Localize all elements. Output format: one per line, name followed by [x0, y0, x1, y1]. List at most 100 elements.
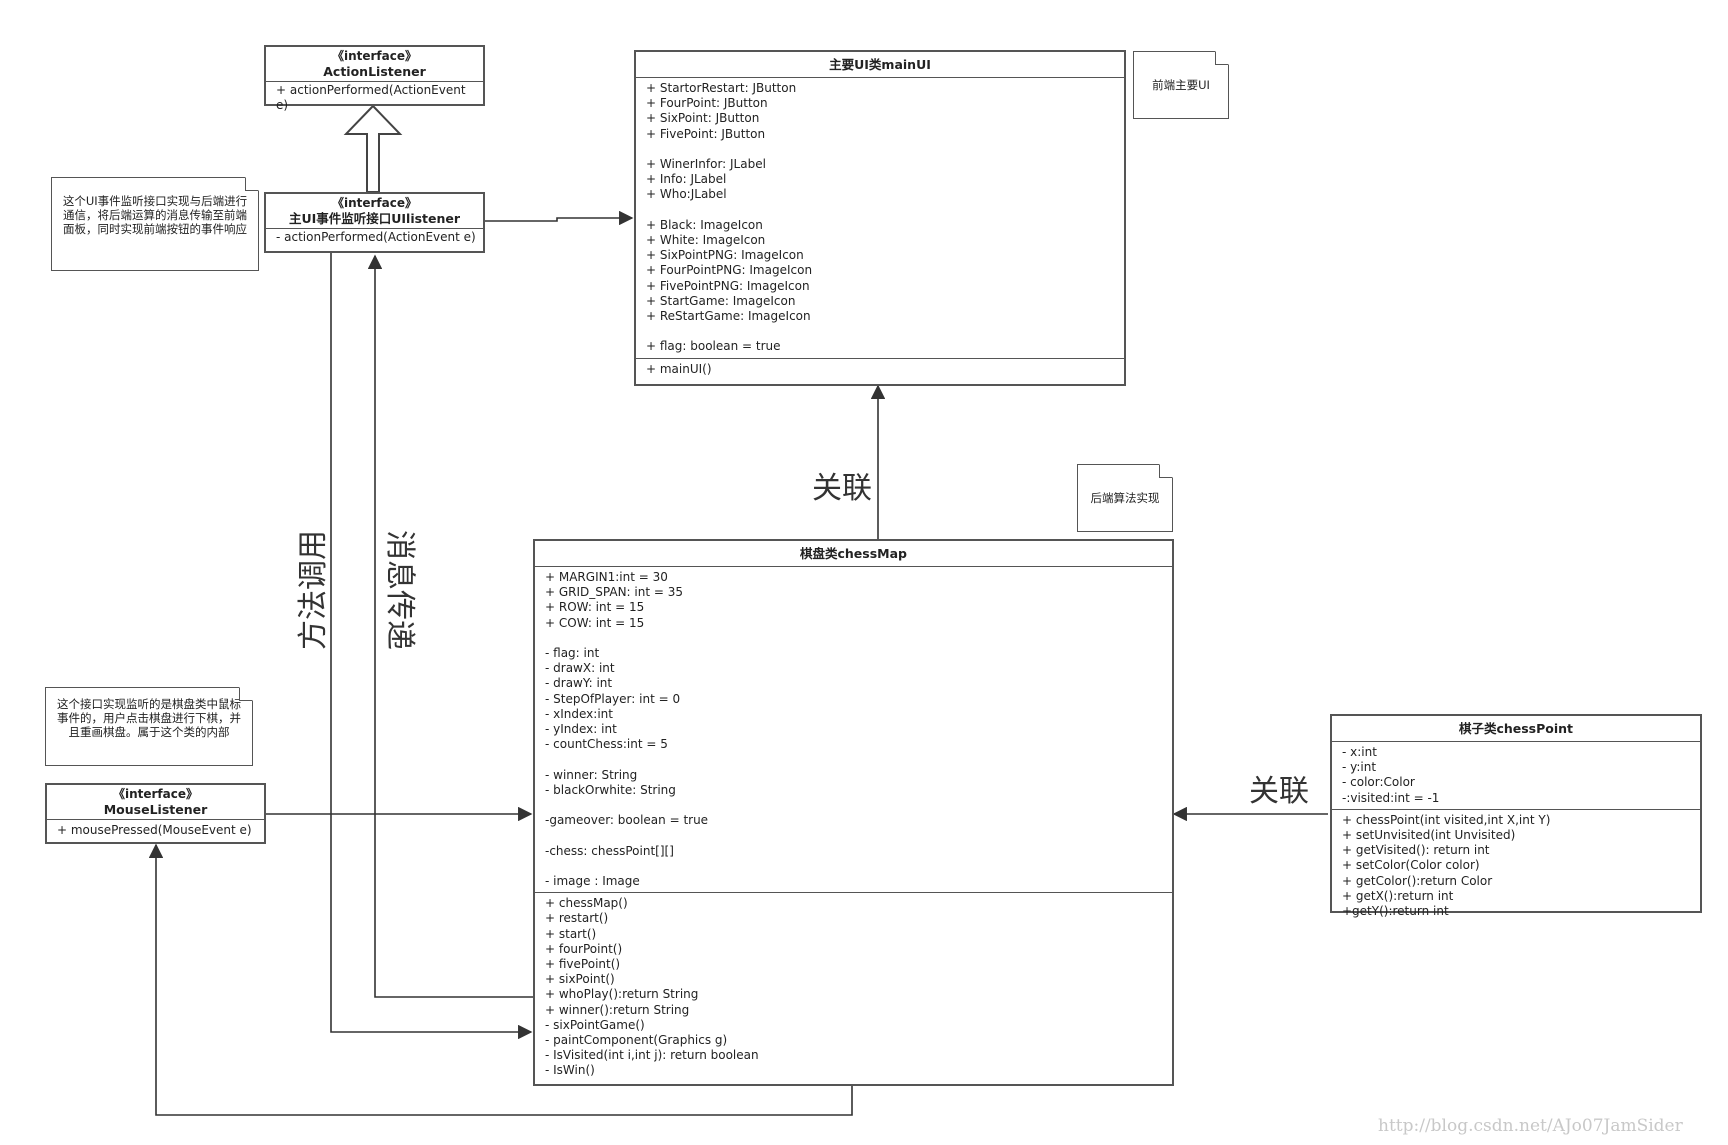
method-line: + winner():return String: [545, 1002, 690, 1017]
method-line: - paintComponent(Graphics g): [545, 1033, 728, 1048]
attribute-line: + flag: boolean = true: [646, 339, 781, 354]
message-pass-link: [367, 254, 533, 998]
backend-note: 后端算法实现: [1077, 464, 1173, 532]
attribute-line: + White: ImageIcon: [646, 233, 766, 247]
attribute-line: - color:Color: [1342, 775, 1415, 790]
stereotype-label: 《interface》: [331, 196, 418, 210]
method-line: + restart(): [545, 911, 609, 926]
ui-listener-note: 这个UI事件监听接口实现与后端进行通信，将后端运算的消息传输至前端面板，同时实现…: [51, 177, 259, 271]
attribute-line: + FivePointPNG: ImageIcon: [646, 278, 810, 293]
method-line: + setColor(Color color): [1342, 858, 1480, 873]
method-line: + start(): [545, 926, 597, 941]
method-line: - sixPointGame(): [545, 1017, 645, 1032]
mainui-class[interactable]: 主要UI类mainUI + StartorRestart: JButton + …: [634, 50, 1126, 386]
ui-listener-interface[interactable]: 《interface》 主UI事件监听接口UIlistener - action…: [264, 192, 485, 253]
attribute-line: + ROW: int = 15: [545, 600, 645, 615]
class-header: 主要UI类mainUI: [636, 52, 1124, 78]
method-line: + whoPlay():return String: [545, 987, 699, 1002]
attribute-line: + FivePoint: JButton: [646, 126, 766, 141]
method-line: +getY():return int: [1342, 904, 1449, 919]
attribute-section: + StartorRestart: JButton + FourPoint: J…: [636, 78, 1124, 358]
method-section: + chessPoint(int visited,int X,int Y) + …: [1332, 808, 1700, 922]
attribute-line: + SixPointPNG: ImageIcon: [646, 248, 804, 263]
inheritance-arrow: [343, 104, 403, 193]
attribute-section: + MARGIN1:int = 30 + GRID_SPAN: int = 35…: [535, 567, 1172, 892]
chessmap-to-mouselistener-link: [148, 843, 853, 1116]
method-line: + mainUI(): [646, 361, 712, 376]
mouse-listener-header: 《interface》 MouseListener: [47, 785, 264, 820]
attribute-line: + COW: int = 15: [545, 615, 645, 630]
method-section: - actionPerformed(ActionEvent e): [266, 229, 483, 248]
attribute-section: - x:int - y:int - color:Color -:visited:…: [1332, 742, 1700, 809]
attribute-line: - x:int: [1342, 745, 1377, 759]
action-listener-interface[interactable]: 《interface》 ActionListener + actionPerfo…: [264, 45, 485, 112]
method-section: + mainUI(): [636, 357, 1124, 380]
interface-name: ActionListener: [323, 64, 426, 79]
class-header: 棋盘类chessMap: [535, 541, 1172, 567]
frontend-note: 前端主要UI: [1133, 51, 1229, 119]
method-call-label: 方法调用: [296, 530, 331, 650]
attribute-line: - drawX: int: [545, 661, 615, 676]
attribute-line: - yIndex: int: [545, 722, 617, 737]
attribute-line: + GRID_SPAN: int = 35: [545, 585, 684, 600]
method-line: + fourPoint(): [545, 941, 623, 956]
attribute-line: + WinerInfor: JLabel: [646, 157, 766, 171]
attribute-line: - xIndex:int: [545, 706, 613, 721]
attribute-line: - countChess:int = 5: [545, 737, 668, 752]
attribute-line: -gameover: boolean = true: [545, 813, 709, 828]
method-line: + actionPerformed(ActionEvent e): [276, 83, 466, 113]
message-pass-label: 消息传递: [382, 530, 417, 650]
method-call-link: [330, 252, 533, 1040]
interface-name: MouseListener: [103, 802, 208, 817]
method-line: + getX():return int: [1342, 888, 1454, 903]
attribute-line: + Who:JLabel: [646, 187, 727, 202]
method-line: + getVisited(): return int: [1342, 843, 1490, 858]
attribute-line: - drawY: int: [545, 676, 613, 691]
attribute-line: -:visited:int = -1: [1342, 790, 1440, 805]
attribute-line: + MARGIN1:int = 30: [545, 570, 668, 584]
method-section: + actionPerformed(ActionEvent e): [266, 82, 483, 116]
method-line: + setUnvisited(int Unvisited): [1342, 828, 1516, 843]
method-line: + chessPoint(int visited,int X,int Y): [1342, 812, 1551, 827]
method-line: + fivePoint(): [545, 957, 621, 971]
association-label-right: 关联: [1249, 774, 1309, 809]
attribute-line: + StartGame: ImageIcon: [646, 293, 796, 308]
watermark: http://blog.csdn.net/AJo07JamSider: [1378, 1116, 1683, 1136]
method-section: + chessMap() + restart() + start() + fou…: [535, 892, 1172, 1081]
action-listener-header: 《interface》 ActionListener: [266, 47, 483, 82]
association-label-top: 关联: [812, 471, 872, 506]
attribute-line: + SixPoint: JButton: [646, 111, 760, 126]
chesspoint-class[interactable]: 棋子类chessPoint - x:int - y:int - color:Co…: [1330, 714, 1702, 918]
method-line: - actionPerformed(ActionEvent e): [276, 230, 476, 244]
stereotype-label: 《interface》: [331, 49, 418, 63]
attribute-line: -chess: chessPoint[][]: [545, 843, 674, 858]
method-line: + sixPoint(): [545, 972, 615, 987]
method-line: - IsWin(): [545, 1063, 595, 1078]
method-line: + mousePressed(MouseEvent e): [57, 823, 252, 837]
attribute-line: - winner: String: [545, 767, 638, 782]
stereotype-label: 《interface》: [112, 787, 199, 801]
attribute-line: - flag: int: [545, 646, 600, 660]
attribute-line: + FourPoint: JButton: [646, 96, 768, 111]
attribute-line: - blackOrwhite: String: [545, 782, 676, 797]
chessmap-class[interactable]: 棋盘类chessMap + MARGIN1:int = 30 + GRID_SP…: [533, 539, 1174, 1086]
method-line: + chessMap(): [545, 896, 628, 911]
attribute-line: + FourPointPNG: ImageIcon: [646, 263, 813, 278]
attribute-line: + ReStartGame: ImageIcon: [646, 309, 811, 324]
attribute-line: - y:int: [1342, 760, 1377, 775]
attribute-line: + Black: ImageIcon: [646, 217, 763, 232]
listener-to-mainui-link: [484, 210, 634, 226]
ui-listener-header: 《interface》 主UI事件监听接口UIlistener: [266, 194, 483, 229]
mouse-listener-note: 这个接口实现监听的是棋盘类中鼠标事件的，用户点击棋盘进行下棋，并且重画棋盘。属于…: [45, 687, 253, 766]
attribute-line: + StartorRestart: JButton: [646, 81, 797, 95]
mouse-listener-interface[interactable]: 《interface》 MouseListener + mousePressed…: [45, 783, 266, 844]
attribute-line: + Info: JLabel: [646, 172, 727, 187]
method-line: + getColor():return Color: [1342, 873, 1493, 888]
interface-name: 主UI事件监听接口UIlistener: [288, 211, 461, 226]
attribute-line: - StepOfPlayer: int = 0: [545, 691, 681, 706]
method-section: + mousePressed(MouseEvent e): [47, 820, 264, 841]
method-line: - IsVisited(int i,int j): return boolean: [545, 1048, 759, 1063]
attribute-line: - image : Image: [545, 873, 640, 888]
class-header: 棋子类chessPoint: [1332, 716, 1700, 742]
